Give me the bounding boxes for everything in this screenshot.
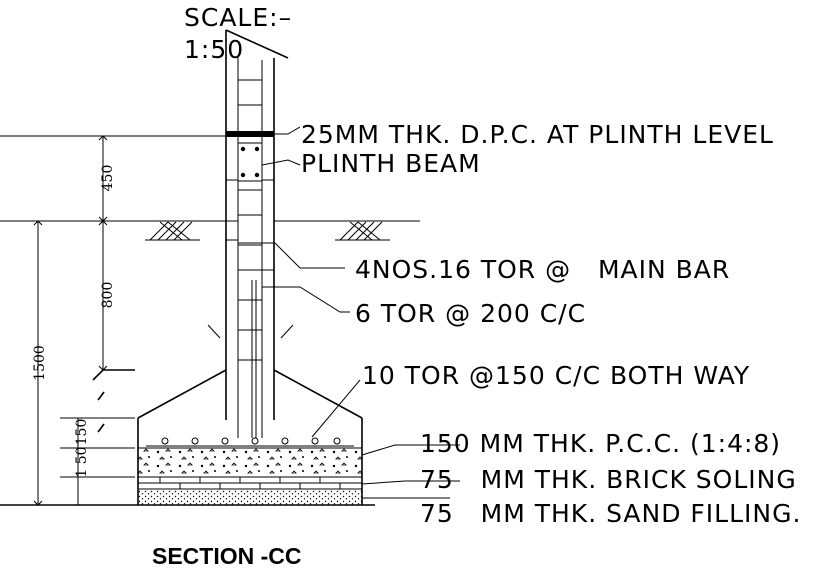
callout-brick-soling: 75 MM THK. BRICK SOLING bbox=[420, 465, 797, 494]
plinth-beam bbox=[237, 142, 263, 182]
callout-sand-filling: 75 MM THK. SAND FILLING. bbox=[420, 499, 801, 528]
brick-wall bbox=[225, 30, 275, 438]
leader-lines bbox=[238, 126, 460, 499]
earth-hatch-right bbox=[335, 221, 390, 241]
dim-footing-b: 1 50 bbox=[74, 446, 90, 477]
section-title: SECTION -CC bbox=[152, 543, 302, 569]
column-main-bars bbox=[251, 280, 257, 438]
callout-dpc: 25MM THK. D.P.C. AT PLINTH LEVEL bbox=[301, 120, 774, 149]
callout-pcc: 150 MM THK. P.C.C. (1:4:8) bbox=[420, 429, 781, 458]
wall-break-line bbox=[225, 29, 289, 59]
callout-plinth-beam: PLINTH BEAM bbox=[301, 149, 481, 178]
footing-mesh bbox=[146, 437, 354, 447]
dimension-lines bbox=[33, 135, 135, 506]
earth-hatch-left bbox=[145, 221, 200, 241]
footing-slope bbox=[137, 369, 363, 419]
scale-label: SCALE:– bbox=[184, 3, 292, 32]
dim-total-depth: 1500 bbox=[32, 345, 48, 381]
sand-filling-layer bbox=[137, 488, 363, 506]
brick-soling-layer bbox=[137, 476, 363, 490]
pcc-layer bbox=[137, 447, 363, 478]
callout-footing-bars: 10 TOR @150 C/C BOTH WAY bbox=[362, 361, 750, 390]
callout-main-bar: 4NOS.16 TOR @ MAIN BAR bbox=[355, 255, 730, 284]
footing-marks bbox=[207, 324, 294, 339]
dim-below-ground: 800 bbox=[100, 282, 116, 309]
scale-value: 1:50 bbox=[184, 35, 244, 64]
dpc-layer bbox=[226, 131, 274, 137]
dim-footing-a: 150 bbox=[74, 419, 90, 446]
dim-plinth-height: 450 bbox=[100, 165, 116, 192]
callout-stirrups: 6 TOR @ 200 C/C bbox=[355, 299, 586, 328]
